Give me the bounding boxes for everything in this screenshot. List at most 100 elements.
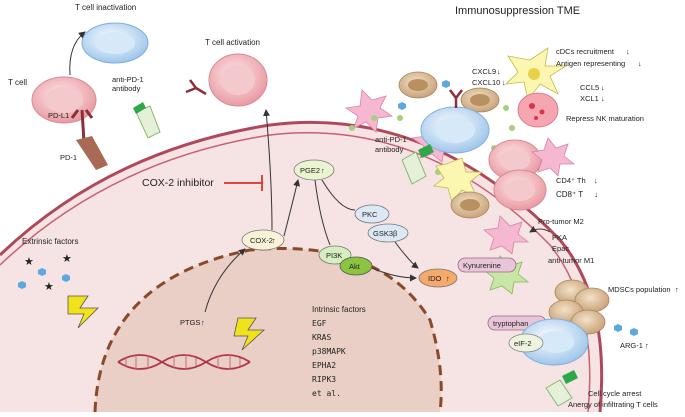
antibody-icon [545, 370, 578, 407]
m2-macrophage-icon [483, 215, 530, 255]
antibody-icon [401, 144, 434, 185]
pka-label: PKA [552, 233, 567, 242]
intrinsic-factors-title: Intrinsic factors [312, 305, 366, 314]
cox2-label: COX-2 [250, 236, 273, 245]
down-arrow-icon: ↓ [497, 67, 501, 76]
down-arrow-icon: ↓ [638, 59, 642, 68]
down-arrow-icon: ↓ [594, 190, 598, 199]
active-t-cell-receptor-icon [185, 79, 207, 96]
active-t-cell-nucleus [221, 65, 255, 95]
dna-icon [117, 354, 251, 370]
t-cell-inactivation-group: T cell inactivation T cell PD-L1 PD-1 an… [8, 3, 161, 170]
epac-label: Epac [552, 244, 569, 253]
anti-pd1-right-line1: anti-PD-1 [375, 135, 407, 144]
exhausted-t-cell-nucleus [435, 117, 475, 143]
inactivation-arrow [69, 31, 86, 76]
down-arrow-icon: ↓ [601, 94, 605, 103]
pd-1-receptor-icon [76, 136, 108, 170]
t-cell-activation-label: T cell activation [205, 38, 260, 47]
cytokine-dot [397, 115, 403, 121]
down-arrow-icon: ↓ [502, 78, 506, 87]
mdscs-population-label: MDSCs population [608, 285, 671, 294]
ido-label: IDO [428, 274, 442, 283]
hexagon-icon [614, 324, 622, 332]
ido-up-arrow-icon: ↑ [446, 274, 450, 283]
cd8-t-cell-nucleus [505, 179, 535, 201]
cxcl10-label: CXCL10 [472, 78, 500, 87]
lightning-icon [67, 295, 99, 329]
extrinsic-factors-group: Extrinsic factors ★ ★ ★ [18, 237, 99, 329]
ptgs-up-arrow-icon: ↑ [201, 318, 205, 327]
pd-l1-label: PD-L1 [48, 111, 69, 120]
inhibition-bar-icon [224, 175, 263, 191]
cytokine-dot [509, 125, 515, 131]
myeloid-cell-nucleus [470, 94, 490, 106]
nucleus-border [93, 246, 443, 413]
antigen-representing-label: Antigen representing [556, 59, 625, 68]
pge2-label: PGE2 [300, 166, 320, 175]
gsk3b-node [367, 223, 409, 243]
macrophage-icon [344, 89, 394, 133]
myeloid-cell-nucleus [460, 199, 480, 211]
cox2-to-activation-arrow [263, 109, 273, 231]
hexagon-icon [38, 268, 46, 276]
t-cell-activation-group: T cell activation [185, 38, 268, 107]
hexagon-icon [62, 274, 70, 282]
pi3k-label: PI3K [326, 251, 342, 260]
akt-label: Akt [349, 262, 361, 271]
extrinsic-factors-label: Extrinsic factors [22, 237, 78, 246]
anergy-label: Anergy of infiltrating T cells [568, 400, 658, 409]
cytokine-dot [503, 105, 509, 111]
dendritic-cell-icon [504, 47, 568, 101]
lightning-icon [233, 317, 266, 351]
cxcl9-label: CXCL9 [472, 67, 496, 76]
pkc-label: PKC [362, 210, 378, 219]
tme-group: cDCs recruitment ↓ Antigen representing … [344, 47, 679, 409]
elf2-node [508, 333, 544, 353]
cox2-node [241, 229, 285, 251]
nk-granule [539, 109, 545, 115]
dendritic-cell-icon [433, 157, 484, 203]
cox2-to-pge2-arrow [283, 179, 301, 237]
cd4-t-cell-nucleus [500, 149, 530, 171]
pge2-node [293, 159, 335, 181]
tryptophan-label: tryptophan [493, 319, 528, 328]
cox2-up-arrow-icon: ↑ [272, 236, 276, 245]
arg1-label: ARG-1 [620, 341, 643, 350]
nucleus [95, 248, 442, 412]
pkc-node [354, 204, 390, 224]
receptor-icon [449, 89, 463, 108]
down-arrow-icon: ↓ [594, 176, 598, 185]
diagram-title: Immunosuppression TME [455, 5, 580, 17]
signaling-group: COX-2 ↑ PTGS ↑ PGE2 ↑ PKC GSK3β PI3K Akt… [180, 159, 458, 327]
star-icon: ★ [62, 253, 72, 265]
intrinsic-factors-group: Intrinsic factors EGF KRAS p38MAPK EPHA2… [117, 305, 366, 398]
elf2-label: eIF-2 [514, 339, 532, 348]
cytokine-dot [349, 125, 355, 131]
anti-pd1-line1: anti-PD-1 [112, 75, 144, 84]
anti-pd1-line2: antibody [112, 84, 141, 93]
kynurenine-label: Kynurenine [463, 261, 501, 270]
intrinsic-factor-item: KRAS [312, 333, 331, 342]
hexagon-icon [630, 328, 638, 336]
up-arrow-icon: ↑ [645, 341, 649, 350]
star-icon: ★ [44, 281, 54, 293]
akt-node [339, 256, 373, 276]
pd-1-label: PD-1 [60, 153, 77, 162]
xcl1-label: XCL1 [580, 94, 599, 103]
nk-granule [529, 103, 535, 109]
pge2-to-pi3k-line [314, 179, 331, 246]
m2-arrow [529, 225, 551, 233]
repress-nk-label: Repress NK maturation [566, 114, 644, 123]
pro-tumor-m2-label: Pro-tumor M2 [538, 217, 584, 226]
cd8-t-label: CD8⁺ T [556, 190, 583, 199]
cox2-inhibitor-label: COX-2 inhibitor [142, 177, 214, 189]
ptgs-to-cox2-arrow [204, 248, 246, 313]
intrinsic-factor-item: EPHA2 [312, 361, 336, 370]
antibody-icon [133, 102, 161, 139]
anergic-t-cell-nucleus [538, 331, 574, 353]
nk-cell-icon [517, 92, 559, 128]
akt-to-ido-arrow [371, 267, 417, 282]
